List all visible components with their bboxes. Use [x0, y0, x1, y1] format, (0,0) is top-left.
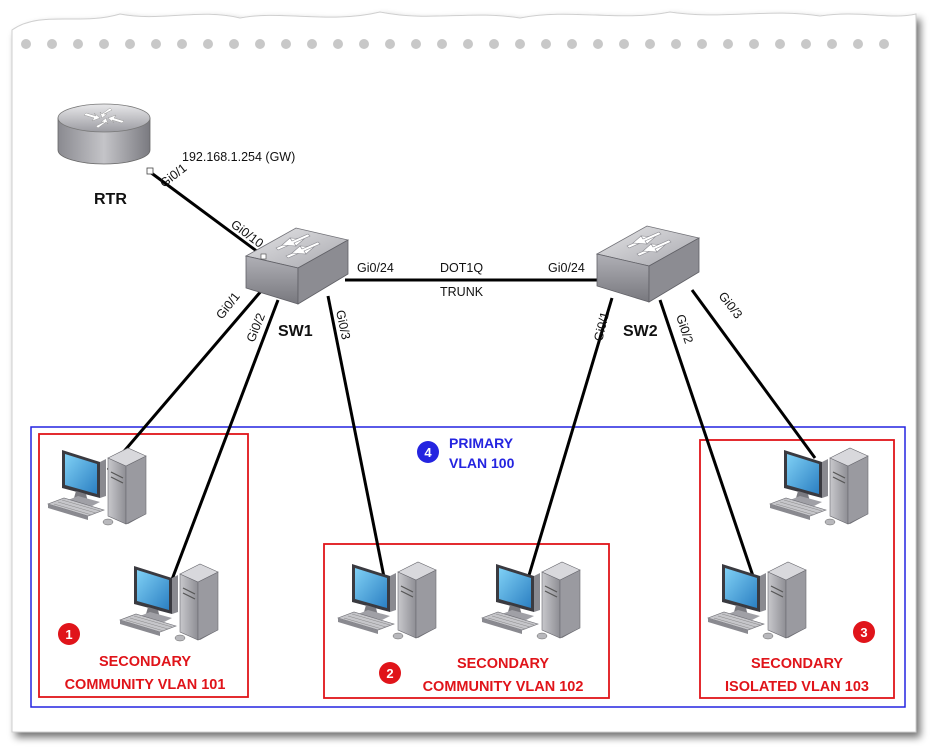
link-sw2-pc4: [525, 297, 614, 583]
group-3-badge-number: 3: [860, 625, 867, 640]
group-1-badge: [58, 623, 80, 645]
trunk-label-1: DOT1Q: [440, 261, 483, 275]
sw1-label: SW1: [278, 323, 313, 340]
sw1-trunk-port: Gi0/24: [357, 261, 394, 275]
router-label: RTR: [94, 191, 127, 208]
link-sw1-pc2: [166, 299, 280, 591]
router-icon: [57, 103, 154, 175]
group-2-label-1: SECONDARY: [457, 656, 549, 672]
link-sw1-pc1: [106, 289, 264, 471]
vlan-101-box: [38, 433, 249, 698]
primary-badge-number: 4: [424, 445, 432, 460]
group-3-badge: [853, 621, 875, 643]
group-3-label-2: ISOLATED VLAN 103: [725, 679, 869, 695]
group-1-badge-number: 1: [65, 627, 72, 642]
group-2-label-2: COMMUNITY VLAN 102: [423, 679, 584, 695]
primary-vlan-box: [30, 426, 906, 708]
paper-holes: [21, 39, 889, 49]
vlan-103-box: [699, 439, 895, 699]
primary-label-2: VLAN 100: [449, 455, 515, 471]
group-3-label-1: SECONDARY: [751, 656, 843, 672]
links: [106, 170, 817, 591]
primary-label-1: PRIMARY: [449, 435, 514, 451]
router-ip-label: 192.168.1.254 (GW): [182, 150, 295, 164]
trunk-label-2: TRUNK: [440, 285, 484, 299]
link-sw1-pc3: [326, 295, 387, 583]
link-rtr-sw1: [149, 170, 263, 257]
link-sw2-pc5: [658, 299, 757, 583]
group-2-badge: [379, 662, 401, 684]
sw2-trunk-port: Gi0/24: [548, 261, 585, 275]
primary-badge: [417, 441, 439, 463]
group-1-label-2: COMMUNITY VLAN 101: [65, 677, 226, 693]
link-sw2-pc6: [690, 289, 817, 459]
paper-sheet: [11, 11, 917, 733]
sw1-port-3: Gi0/3: [333, 309, 353, 341]
group-1-label-1: SECONDARY: [99, 654, 191, 670]
vlan-102-box: [323, 543, 610, 699]
group-2-badge-number: 2: [386, 666, 393, 681]
sw2-label: SW2: [623, 323, 658, 340]
